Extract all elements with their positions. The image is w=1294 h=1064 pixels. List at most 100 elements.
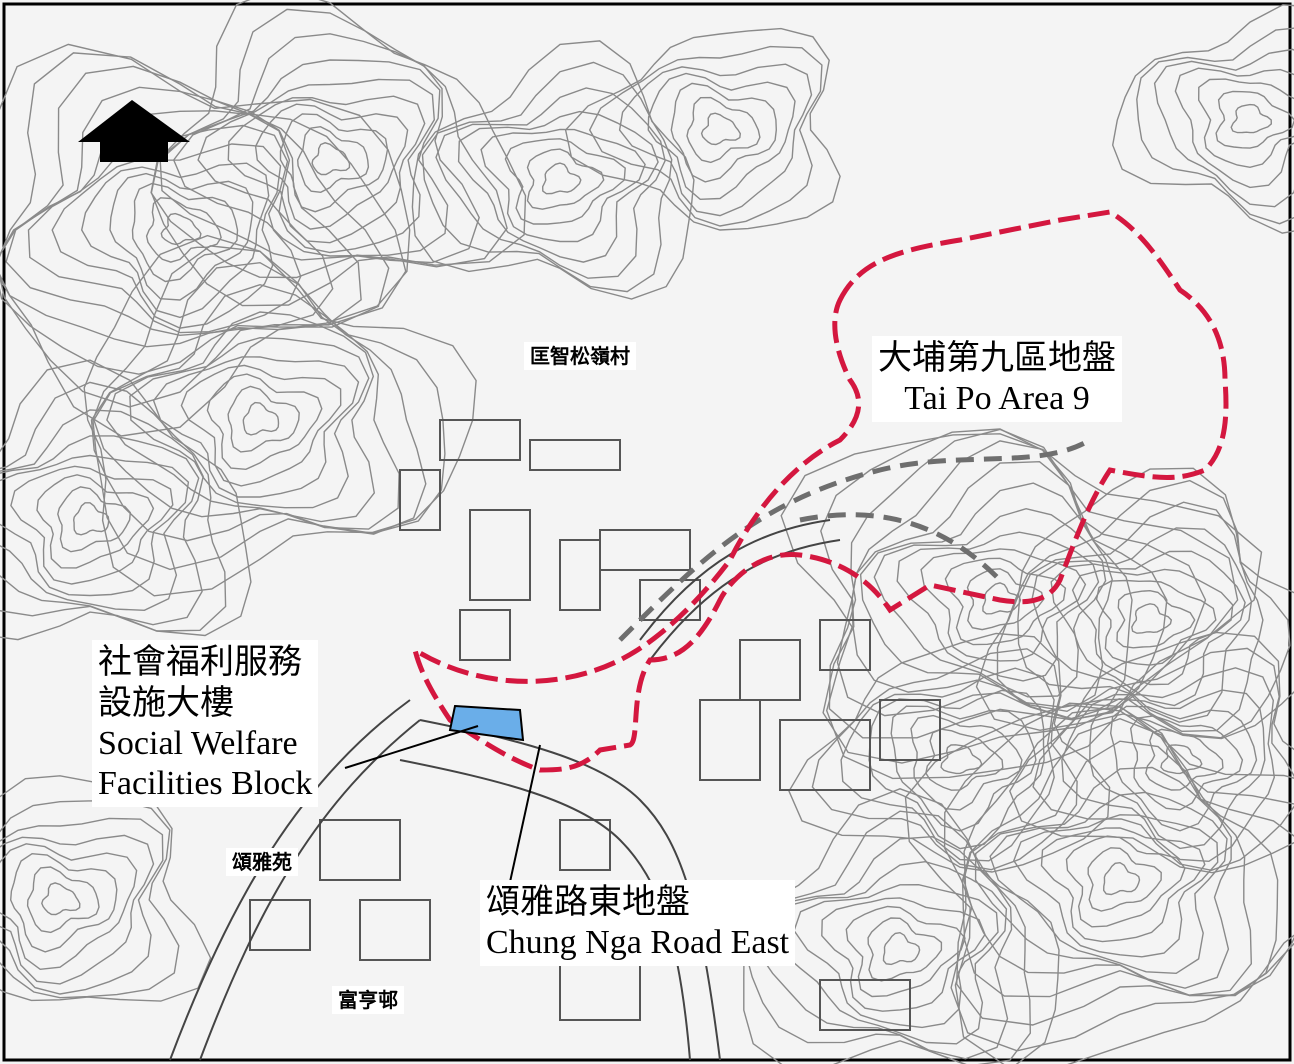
- chung-nga-label: 頌雅路東地盤 Chung Nga Road East: [480, 880, 796, 966]
- contour-line: [811, 648, 1078, 871]
- contour-line: [435, 87, 666, 279]
- contour-line: [242, 401, 280, 436]
- contour-line: [975, 467, 1294, 740]
- social-welfare-site-polygon: [448, 704, 525, 742]
- contour-line: [1095, 579, 1217, 666]
- building-block: [359, 899, 431, 961]
- building-block: [639, 579, 701, 621]
- swfb-label: 社會福利服務 設施大樓 Social Welfare Facilities Bl…: [92, 640, 319, 808]
- contour-line: [227, 95, 426, 244]
- contour-line: [129, 336, 370, 509]
- contour-line: [109, 172, 254, 301]
- contour-line: [0, 65, 390, 375]
- contour-line: [0, 817, 164, 995]
- building-block: [599, 529, 691, 571]
- fu-heng-label: 富亨邨: [332, 986, 404, 1014]
- contour-line: [41, 882, 81, 916]
- contour-line: [106, 311, 376, 523]
- contour-line: [1160, 744, 1203, 775]
- contour-line: [279, 113, 389, 213]
- contour-line: [700, 112, 742, 146]
- swfb-en-line2: Facilities Block: [98, 765, 313, 803]
- contour-line: [989, 791, 1228, 975]
- contour-line: [1061, 667, 1276, 863]
- building-block: [819, 979, 911, 1031]
- building-block: [819, 619, 871, 671]
- building-block: [779, 719, 871, 791]
- contour-line: [1102, 861, 1141, 896]
- contour-line: [821, 897, 986, 1012]
- contour-line: [0, 86, 362, 348]
- contour-line: [910, 714, 1023, 811]
- contour-line: [0, 435, 200, 612]
- contour-line: [541, 162, 582, 195]
- contour-line: [0, 799, 180, 999]
- contour-line: [0, 834, 155, 985]
- contour-line: [26, 866, 100, 934]
- contour-line: [57, 486, 132, 553]
- contour-line: [1174, 67, 1294, 189]
- building-block: [469, 509, 531, 601]
- swfb-en-line1: Social Welfare: [98, 724, 298, 762]
- chung-nga-en: Chung Nga Road East: [486, 923, 790, 961]
- tai-po-area9-zh: 大埔第九區地盤: [878, 338, 1116, 378]
- contour-line: [504, 138, 626, 225]
- building-block: [559, 819, 611, 871]
- contour-line: [1197, 78, 1294, 169]
- contour-line: [1017, 501, 1264, 733]
- swfb-zh-line1: 社會福利服務: [98, 642, 302, 682]
- contour-line: [206, 373, 323, 471]
- contour-line: [0, 52, 407, 408]
- contour-line: [526, 148, 605, 210]
- contour-line: [1145, 728, 1224, 791]
- contour-line: [588, 45, 823, 227]
- contour-line: [1013, 814, 1219, 958]
- contour-line: [940, 744, 983, 775]
- contour-line: [966, 568, 1044, 631]
- building-block: [529, 439, 621, 471]
- contour-line: [1116, 589, 1196, 649]
- tai-po-area9-boundary: [411, 209, 1229, 773]
- swfb-zh-line2: 設施大樓: [98, 682, 234, 723]
- chung-nga-leader-line: [509, 744, 541, 883]
- building-block: [739, 639, 801, 701]
- building-block: [319, 819, 401, 881]
- contour-line: [828, 428, 1207, 739]
- building-block: [439, 419, 521, 461]
- contour-line: [1109, 705, 1258, 832]
- contour-line: [1230, 103, 1273, 134]
- contour-line: [9, 852, 118, 953]
- contour-line: [920, 548, 1087, 662]
- contour-line: [160, 212, 202, 246]
- contour-line: [480, 128, 646, 243]
- contour-line: [1050, 550, 1246, 707]
- contour-line: [793, 883, 999, 1029]
- contour-line: [1089, 689, 1266, 850]
- contour-line: [0, 409, 204, 626]
- contour-line: [411, 40, 695, 300]
- contour-line: [1031, 527, 1253, 723]
- contour-line: [457, 110, 659, 263]
- contour-line: [227, 385, 300, 453]
- north-arrow-icon: [78, 100, 190, 162]
- tai-po-area9-en: Tai Po Area 9: [904, 379, 1090, 417]
- contour-line: [0, 359, 252, 641]
- contour-line: [27, 124, 302, 334]
- contour-line: [647, 72, 796, 201]
- contour-line: [421, 61, 673, 293]
- contour-line: [686, 96, 761, 164]
- contour-line: [840, 667, 1055, 862]
- contour-line: [36, 474, 155, 569]
- contour-line: [1009, 631, 1294, 874]
- contour-line: [1153, 48, 1294, 208]
- contour-line: [296, 125, 370, 194]
- contour-line: [867, 917, 943, 982]
- contour-line: [1040, 827, 1206, 943]
- building-block: [699, 699, 761, 781]
- building-footprints: [249, 419, 941, 1031]
- contour-line: [150, 0, 527, 307]
- building-block: [559, 959, 641, 1021]
- building-block: [879, 699, 941, 761]
- chung-nga-zh: 頌雅路東地盤: [486, 882, 690, 922]
